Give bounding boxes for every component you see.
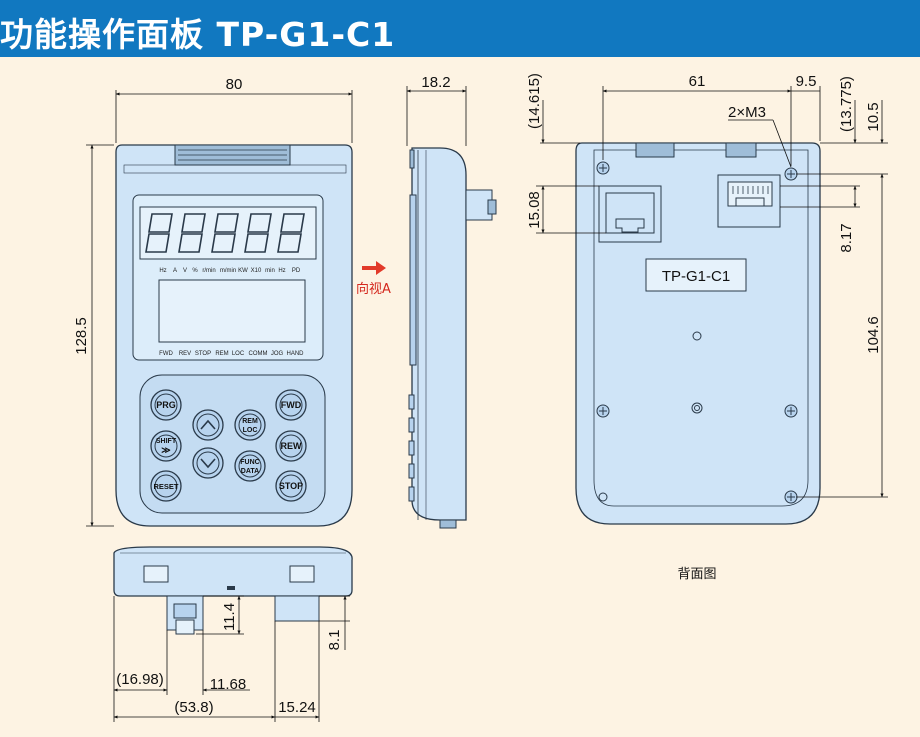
view-arrow-label: 向视A <box>356 281 391 297</box>
status-labels: FWD REV STOP REM LOC COMM JOG HAND <box>159 351 304 357</box>
back-view-caption: 背面图 <box>677 567 716 582</box>
view-arrow-icon <box>362 261 386 275</box>
unit-label: min <box>265 268 275 274</box>
seven-segment-display <box>139 206 317 260</box>
screw-icon <box>596 161 610 175</box>
unit-label: PD <box>292 268 301 274</box>
status-label: HAND <box>286 351 304 357</box>
dim-53-8-text: (53.8) <box>174 699 213 716</box>
dimension-drawing: Hz A V % r/min m/min KW X10 min Hz PD FW… <box>73 73 888 722</box>
dim-front-height <box>86 144 114 527</box>
status-label: JOG <box>271 351 284 357</box>
seven-segment-digits <box>145 213 305 253</box>
unit-label: r/min <box>202 268 215 274</box>
dim-8-17-text: 8.17 <box>838 223 855 252</box>
key-data-label: DATA <box>241 468 259 475</box>
dim-14615-text: (14.615) <box>526 73 543 129</box>
unit-label: V <box>183 268 187 274</box>
key-up[interactable] <box>192 409 224 441</box>
rj45-port-right <box>717 174 781 228</box>
key-loc-label: LOC <box>243 427 258 434</box>
unit-label: A <box>173 268 177 274</box>
model-label-box <box>645 258 747 292</box>
dim-61-text: 61 <box>689 73 706 90</box>
key-fwd[interactable]: FWD <box>275 389 307 421</box>
chevron-down-icon <box>200 458 216 469</box>
screw-icon <box>784 490 798 504</box>
rj45-port-left <box>598 185 662 243</box>
key-reset[interactable]: RESET <box>150 470 182 502</box>
unit-label: Hz <box>278 268 285 274</box>
side-view: 18.2 向视A <box>356 74 497 529</box>
key-prg-label: PRG <box>156 400 176 410</box>
key-rew[interactable]: REW <box>275 430 307 462</box>
dim-104-6-text: 104.6 <box>865 316 882 354</box>
screw-icon <box>596 404 610 418</box>
unit-label: Hz <box>159 268 166 274</box>
unit-label: % <box>192 268 198 274</box>
status-label: LOC <box>232 351 245 357</box>
unit-label: m/min <box>220 268 236 274</box>
key-shift-arrows: ≫ <box>161 445 170 455</box>
status-label: FWD <box>159 351 173 357</box>
dim-15-08-text: 15.08 <box>526 191 543 229</box>
key-fwd-label: FWD <box>281 400 302 410</box>
key-rem-loc[interactable]: REM LOC <box>234 409 266 441</box>
model-label-text: TP-G1-C1 <box>662 268 730 285</box>
screw-icon <box>784 404 798 418</box>
screw-icon <box>784 167 798 181</box>
dim-15-24-text: 15.24 <box>278 699 316 716</box>
key-rew-label: REW <box>281 441 303 451</box>
key-func-data[interactable]: FUNC DATA <box>234 450 266 482</box>
dim-9-5-text: 9.5 <box>796 73 817 90</box>
bottom-view: 11.4 8.1 (16.98) 11.68 (53.8) 15.24 <box>113 546 353 722</box>
key-rem-label: REM <box>242 418 258 425</box>
dim-width-text: 80 <box>226 76 243 93</box>
back-view: TP-G1-C1 61 9.5 2×M3 (14.615) 15.0 <box>526 73 888 582</box>
front-view: Hz A V % r/min m/min KW X10 min Hz PD FW… <box>73 76 353 527</box>
page-title: 功能操作面板 TP-G1-C1 <box>0 15 396 54</box>
dim-16-98-text: (16.98) <box>116 671 164 688</box>
status-label: COMM <box>249 351 268 357</box>
key-down[interactable] <box>192 447 224 479</box>
dim-13775-text: (13.775) <box>838 76 855 132</box>
dim-11-68-text: 11.68 <box>210 676 246 693</box>
status-label: STOP <box>195 351 211 357</box>
key-shift-label: SHIFT <box>156 438 177 445</box>
dim-8-1-text: 8.1 <box>326 630 343 651</box>
side-body <box>411 147 467 521</box>
unit-labels: Hz A V % r/min m/min KW X10 min Hz PD <box>159 268 301 274</box>
chevron-up-icon <box>200 419 216 430</box>
screw-callout: 2×M3 <box>728 104 766 121</box>
status-label: REV <box>179 351 191 357</box>
unit-label: X10 <box>251 268 262 274</box>
key-stop-label: STOP <box>279 481 303 491</box>
dim-height-text: 128.5 <box>73 317 90 355</box>
key-shift[interactable]: SHIFT ≫ <box>150 430 182 462</box>
bottom-body <box>113 546 353 597</box>
lcd-area <box>158 279 306 343</box>
dim-11-4-text: 11.4 <box>221 603 238 631</box>
status-label: REM <box>215 351 228 357</box>
key-prg[interactable]: PRG <box>150 389 182 421</box>
front-top-inner <box>123 164 347 174</box>
dim-front-width <box>115 90 353 143</box>
title-bar: 功能操作面板 TP-G1-C1 <box>0 0 920 57</box>
dim-10-5-text: 10.5 <box>865 102 882 131</box>
bottom-connector-right <box>274 595 320 622</box>
dim-depth-text: 18.2 <box>421 74 450 91</box>
key-stop[interactable]: STOP <box>275 470 307 502</box>
key-reset-label: RESET <box>153 482 178 491</box>
key-func-label: FUNC <box>240 459 259 466</box>
unit-label: KW <box>238 268 248 274</box>
